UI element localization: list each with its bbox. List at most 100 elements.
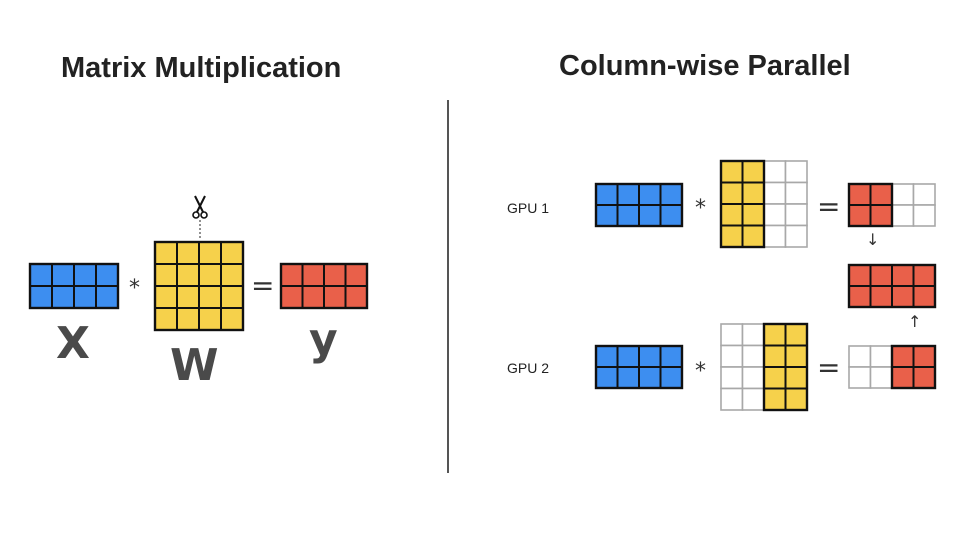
w-matrix-cell bbox=[154, 263, 178, 287]
x-matrix-cell bbox=[95, 285, 119, 309]
gpu1-x-matrix-cell bbox=[595, 183, 619, 206]
gpu1-y-partial-cell bbox=[869, 183, 893, 206]
multiply-sign: * bbox=[129, 276, 140, 301]
gpu2-x-matrix-outline bbox=[594, 344, 684, 390]
combined-y-matrix-cell bbox=[869, 285, 893, 308]
gpu2-x-matrix-cell bbox=[616, 345, 640, 368]
gpu2-x-matrix-cell bbox=[659, 366, 683, 389]
w-matrix bbox=[153, 240, 245, 332]
gpu1-y-partial-cell bbox=[912, 183, 936, 206]
x-matrix-cell bbox=[29, 263, 53, 287]
gpu1-w-shard-cell bbox=[720, 203, 744, 227]
x-matrix-outline bbox=[28, 262, 120, 310]
gpu1-y-partial-cell bbox=[848, 183, 872, 206]
gpu1-w-shard bbox=[719, 159, 808, 249]
w-matrix-cell bbox=[220, 285, 244, 309]
gpu1-y-partial bbox=[847, 182, 936, 228]
gpu2-w-shard-cell bbox=[763, 366, 787, 390]
gpu1-multiply-sign: * bbox=[695, 196, 706, 221]
x-matrix-cell bbox=[95, 263, 119, 287]
scissors-icon bbox=[192, 195, 208, 238]
gpu2-label: GPU 2 bbox=[507, 360, 550, 376]
y-matrix-outline bbox=[279, 262, 369, 310]
gpu2-w-shard-cell bbox=[763, 323, 787, 347]
w-matrix-cell bbox=[176, 241, 200, 265]
x-matrix-cell bbox=[51, 263, 75, 287]
x-matrix-cell bbox=[73, 263, 97, 287]
y-matrix bbox=[279, 262, 369, 310]
combined-y-matrix-cell bbox=[891, 264, 915, 287]
combined-y-matrix-cell bbox=[912, 264, 936, 287]
gpu1-y-partial-cell bbox=[869, 204, 893, 227]
gpu1-x-matrix-cell bbox=[595, 204, 619, 227]
w-matrix-cell bbox=[154, 241, 178, 265]
combined-y-matrix bbox=[847, 263, 937, 309]
w-matrix-outline bbox=[153, 240, 245, 332]
gpu1-w-shard-cell bbox=[763, 160, 787, 184]
w-matrix-cell bbox=[176, 307, 200, 331]
gpu1-w-shard-cell bbox=[720, 224, 744, 248]
gpu1-x-matrix-outline bbox=[594, 182, 684, 228]
gpu1-label: GPU 1 bbox=[507, 200, 550, 216]
w-matrix-cell bbox=[198, 285, 222, 309]
gpu2-w-shard-cell bbox=[784, 323, 808, 347]
gpu2-x-matrix-cell bbox=[638, 345, 662, 368]
gpu1-x-matrix-cell bbox=[638, 183, 662, 206]
gpu2-w-shard-cell bbox=[763, 387, 787, 411]
gpu1-w-shard-cell bbox=[720, 160, 744, 184]
gpu1-x-matrix-cell bbox=[659, 204, 683, 227]
gpu1-w-shard-cell bbox=[763, 203, 787, 227]
gpu2-w-shard-cell bbox=[720, 387, 744, 411]
gpu1-w-shard-cell bbox=[720, 181, 744, 205]
divider bbox=[447, 100, 449, 473]
gpu2-x-matrix-cell bbox=[638, 366, 662, 389]
gpu1-x-matrix-cell bbox=[659, 183, 683, 206]
y-matrix-cell bbox=[344, 285, 368, 309]
gpu2-w-shard-cell bbox=[784, 344, 808, 368]
gpu1-x-matrix-cell bbox=[616, 204, 640, 227]
gpu1-x-matrix-cell bbox=[616, 183, 640, 206]
y-matrix-cell bbox=[301, 285, 325, 309]
gpu2-x-matrix-cell bbox=[659, 345, 683, 368]
gpu1-y-partial-cell bbox=[848, 204, 872, 227]
combined-y-matrix-cell bbox=[869, 264, 893, 287]
gpu2-y-partial-cell bbox=[848, 366, 872, 389]
gpu2-w-shard-cell bbox=[720, 366, 744, 390]
x-matrix-cell bbox=[73, 285, 97, 309]
arrow-down: ↓ bbox=[866, 230, 880, 249]
gpu2-y-partial-cell bbox=[869, 366, 893, 389]
gpu1-w-shard-cell bbox=[741, 203, 765, 227]
y-matrix-cell bbox=[280, 285, 304, 309]
gpu1-y-partial-cell bbox=[912, 204, 936, 227]
gpu2-y-partial-cell bbox=[869, 345, 893, 368]
w-matrix-cell bbox=[220, 241, 244, 265]
w-matrix-cell bbox=[198, 263, 222, 287]
w-matrix-cell bbox=[198, 241, 222, 265]
y-matrix-cell bbox=[301, 263, 325, 287]
gpu1-w-shard-cell bbox=[784, 224, 808, 248]
gpu1-w-shard-cell bbox=[741, 224, 765, 248]
gpu1-w-shard-shard-outline bbox=[719, 159, 766, 249]
gpu2-equals-sign: = bbox=[817, 351, 841, 384]
gpu2-x-matrix-cell bbox=[616, 366, 640, 389]
gpu2-y-partial-cell bbox=[848, 345, 872, 368]
combined-y-matrix-cell bbox=[891, 285, 915, 308]
gpu2-w-shard-shard-outline bbox=[762, 322, 809, 412]
combined-y-matrix-outline bbox=[847, 263, 937, 309]
w-matrix-cell bbox=[154, 285, 178, 309]
x-matrix-cell bbox=[29, 285, 53, 309]
left-title: Matrix Multiplication bbox=[61, 52, 342, 84]
x-matrix-cell bbox=[51, 285, 75, 309]
gpu1-x-matrix bbox=[594, 182, 684, 228]
gpu2-y-partial-cell bbox=[891, 345, 915, 368]
gpu2-multiply-sign: * bbox=[695, 359, 706, 384]
w-matrix-cell bbox=[154, 307, 178, 331]
equals-sign: = bbox=[251, 269, 275, 302]
y-matrix-cell bbox=[344, 263, 368, 287]
gpu1-w-shard-cell bbox=[763, 224, 787, 248]
x-matrix bbox=[28, 262, 120, 310]
y-label: y bbox=[309, 314, 338, 365]
gpu1-w-shard-cell bbox=[741, 160, 765, 184]
right-title: Column-wise Parallel bbox=[559, 50, 851, 82]
gpu2-w-shard-cell bbox=[763, 344, 787, 368]
